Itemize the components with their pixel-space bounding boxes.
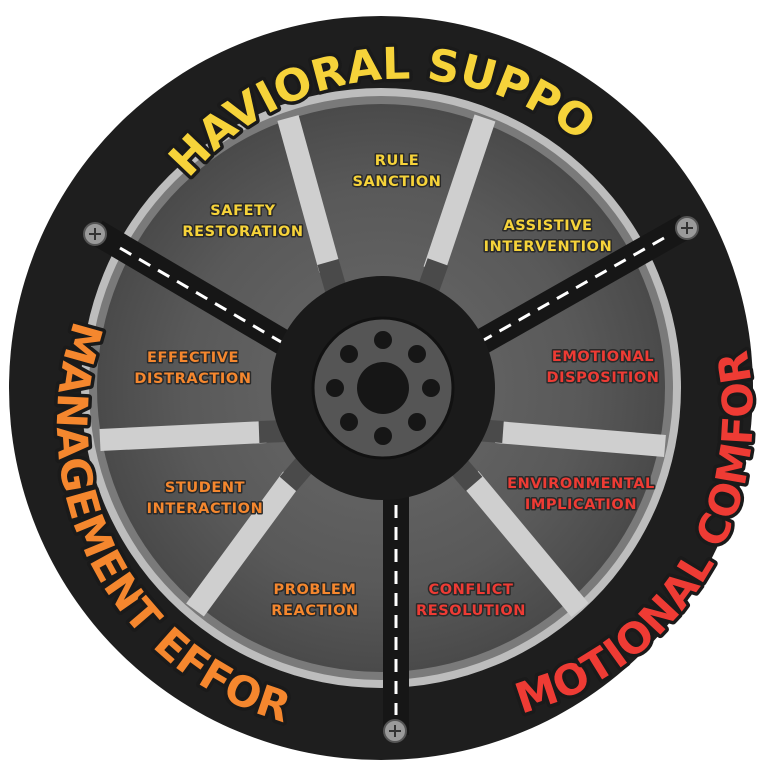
segment-label-line2: IMPLICATION: [525, 497, 637, 513]
segment-label-line1: CONFLICT: [429, 582, 514, 598]
segment-label-line1: RULE: [375, 153, 419, 169]
wheel-hub: [271, 276, 495, 500]
lug-nut-icon: [326, 331, 440, 445]
segment-label-line2: RESTORATION: [182, 224, 303, 240]
segment-label-line2: RESOLUTION: [416, 603, 526, 619]
segment-student-interaction: STUDENT INTERACTION: [145, 479, 264, 519]
wheel-spokes: [99, 114, 666, 618]
segment-effective-distraction: EFFECTIVE DISTRACTION: [133, 349, 253, 389]
segment-label-line2: SANCTION: [353, 174, 442, 190]
segment-label-line1: EMOTIONAL: [552, 349, 654, 365]
segment-safety-restoration: SAFETY RESTORATION: [181, 202, 305, 242]
segment-label-line1: SAFETY: [210, 203, 275, 219]
bolt-icon: [83, 222, 107, 246]
segment-label-line1: EFFECTIVE: [147, 350, 239, 366]
segment-label-line2: DISTRACTION: [134, 371, 251, 387]
segment-emotional-disposition: EMOTIONAL DISPOSITION: [545, 348, 660, 388]
segment-rule-sanction: RULE SANCTION: [351, 152, 442, 192]
segment-problem-reaction: PROBLEM REACTION: [270, 581, 360, 621]
segment-label-line1: ASSISTIVE: [503, 218, 592, 234]
segment-label-line2: INTERACTION: [147, 501, 264, 517]
segment-label-line2: DISPOSITION: [546, 370, 659, 386]
bolt-icon: [675, 216, 699, 240]
segment-label-line2: INTERVENTION: [484, 239, 613, 255]
segment-label-line1: STUDENT: [165, 480, 245, 496]
segment-label-line2: REACTION: [271, 603, 358, 619]
segment-assistive-intervention: ASSISTIVE INTERVENTION: [482, 217, 613, 257]
segment-label-line1: ENVIRONMENTAL: [507, 476, 655, 492]
segment-conflict-resolution: CONFLICT RESOLUTION: [414, 581, 526, 621]
segment-label-line1: PROBLEM: [274, 582, 357, 598]
bolt-icon: [383, 719, 407, 743]
segment-environmental-implication: ENVIRONMENTAL IMPLICATION: [506, 475, 656, 515]
